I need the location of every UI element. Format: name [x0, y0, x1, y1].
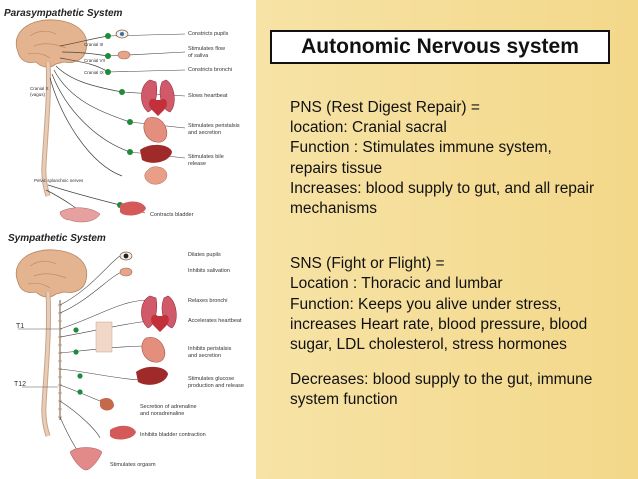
label-inhibits-salivation: Inhibits salivation [188, 268, 230, 274]
label-cn9: Cranial IX [84, 70, 104, 75]
para-liver [140, 144, 172, 163]
sns-location: Location : Thoracic and lumbar [290, 275, 503, 293]
para-stomach [143, 116, 168, 143]
pns-heading: PNS (Rest Digest Repair) = [290, 99, 480, 116]
para-ganglia [105, 33, 133, 208]
para-salivary-gland [117, 50, 131, 60]
label-cn3: Cranial III [84, 42, 104, 47]
label-inhibits-peristalsis-1: Inhibits peristalsis [188, 346, 232, 352]
label-accelerates-heartbeat: Accelerates heartbeat [188, 318, 242, 324]
pns-function-2: repairs tissue [290, 159, 383, 177]
label-saliva-1: Stimulates flow [188, 46, 225, 52]
slide-title: Autonomic Nervous system [301, 35, 579, 58]
sns-function-3: sugar, LDL cholesterol, stress hormones [290, 336, 567, 354]
para-brain [15, 19, 88, 68]
ans-diagram: Parasympathetic System Sympathetic Syste… [0, 0, 256, 479]
label-relaxes-bronchi: Relaxes bronchi [188, 298, 228, 304]
label-t1: T1 [16, 323, 25, 330]
sympathetic-title: Sympathetic System [8, 233, 106, 244]
label-constricts-pupils: Constricts pupils [188, 31, 229, 37]
label-constricts-bronchi: Constricts bronchi [188, 67, 233, 73]
pns-increases-2: mechanisms [290, 200, 377, 218]
label-pelvic-nerves: Pelvic splanchnic nerves [34, 178, 84, 183]
label-saliva-2: of saliva [188, 53, 209, 59]
title-box: Autonomic Nervous system [270, 30, 610, 64]
sns-decreases-1: Decreases: blood supply to the gut, immu… [290, 371, 593, 389]
para-heart [149, 98, 167, 116]
symp-uterus [69, 447, 103, 471]
symp-ganglia [73, 327, 83, 395]
label-inhibits-bladder: Inhibits bladder contraction [140, 432, 206, 438]
sns-decreases-2: system function [290, 391, 398, 409]
pns-function-1: Function : Stimulates immune system, [290, 139, 552, 157]
label-adrenaline-1: Secretion of adrenaline [140, 404, 197, 410]
symp-bladder [110, 425, 136, 440]
symp-salivary-gland [119, 267, 133, 277]
label-peristalsis-2: and secretion [188, 130, 222, 136]
label-bile-2: release [188, 161, 207, 167]
label-dilates-pupils: Dilates pupils [188, 252, 221, 258]
sns-function-2: increases Heart rate, blood pressure, bl… [290, 315, 588, 333]
label-vagus-2: (vagus) [30, 92, 46, 97]
para-intestine [144, 166, 168, 185]
label-adrenaline-2: and noradrenaline [140, 411, 185, 417]
label-stimulates-orgasm: Stimulates orgasm [110, 462, 156, 468]
label-bile-1: Stimulates bile [188, 154, 224, 160]
label-glucose-2: production and release [188, 383, 244, 389]
pns-increases-1: Increases: blood supply to gut, and all … [290, 179, 595, 197]
label-contracts-bladder: Contracts bladder [150, 212, 194, 218]
sns-heading: SNS (Fight or Flight) = [290, 255, 445, 273]
label-vagus-1: Cranial X [30, 86, 49, 91]
label-inhibits-peristalsis-2: and secretion [188, 353, 222, 359]
symp-stomach [141, 336, 166, 363]
para-pelvis [59, 207, 101, 223]
para-bladder [120, 201, 146, 216]
symp-spine-segment [95, 321, 113, 353]
symp-adrenal [100, 398, 114, 411]
symp-brain [15, 249, 88, 298]
sns-function-1: Function: Keeps you alive under stress, [290, 295, 562, 313]
nervous-system-illustration [15, 19, 186, 471]
label-slows-heartbeat: Slows heartbeat [188, 93, 228, 99]
label-t12: T12 [14, 381, 27, 388]
symp-liver [136, 366, 168, 385]
label-peristalsis-1: Stimulates peristalsis [188, 123, 240, 129]
body-text: PNS (Rest Digest Repair) = location: Cra… [290, 98, 610, 411]
label-glucose-1: Stimulates glucose [188, 376, 235, 382]
symp-heart [151, 314, 169, 332]
parasympathetic-title: Parasympathetic System [4, 8, 123, 19]
label-cn7: Cranial VII [84, 58, 106, 63]
pns-location: location: Cranial sacral [290, 119, 447, 137]
